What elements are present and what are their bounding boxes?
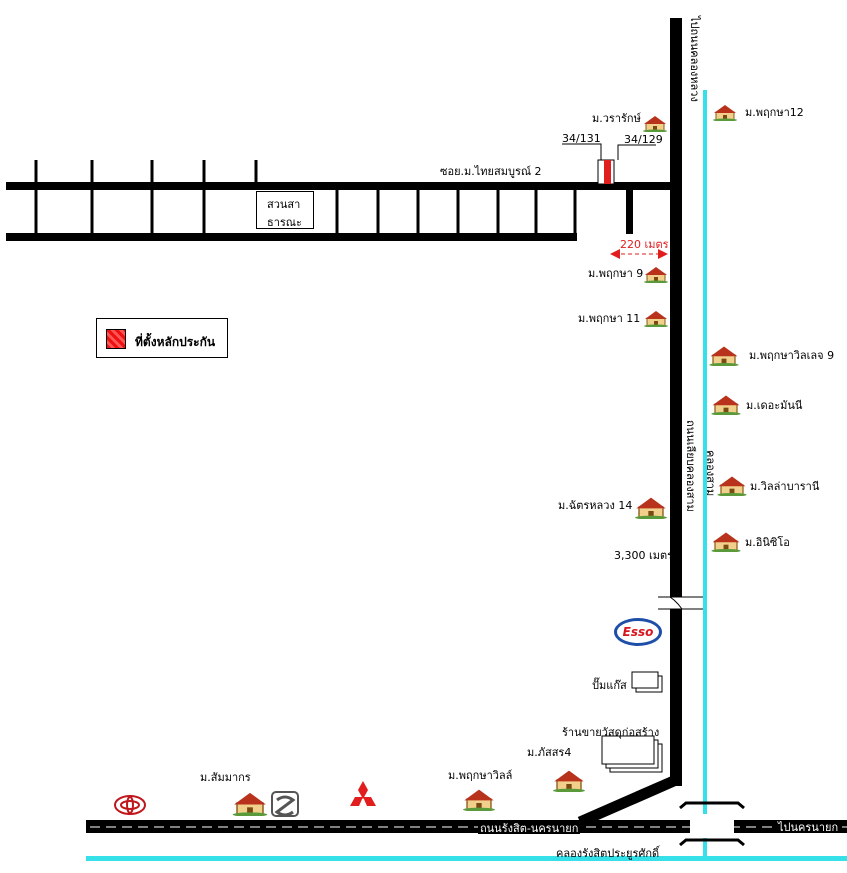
house-icon (713, 105, 737, 121)
soi-label: ซอย.ม.ไทยสมบูรณ์ 2 (440, 165, 542, 178)
road-vertical-label: ถนนเลียบคลองสาม (684, 420, 697, 512)
village-chatluang14-label: ม.ฉัตรหลวง 14 (558, 499, 633, 512)
legend-swatch (106, 329, 126, 349)
canal-vertical (703, 90, 707, 860)
house-icon (553, 770, 585, 792)
house-icon (711, 395, 741, 415)
house-icon (644, 311, 668, 327)
road-break (662, 597, 702, 609)
to-khlong-luang-label: ไปถนนคลองหลวง (688, 16, 701, 102)
soi-upper-road (6, 182, 678, 190)
road-vertical (670, 18, 682, 786)
public-park-box: สวนสา ธารณะ (256, 191, 314, 229)
lot-number-a: 34/131 (562, 132, 601, 145)
road-diagonal (577, 774, 679, 828)
house-icon (232, 792, 268, 816)
house-icon (711, 532, 741, 552)
house-icon (463, 789, 495, 811)
construction-shop-label: ร้านขายวัสดุก่อสร้าง (562, 726, 660, 739)
village-sammakorn-label: ม.สัมมากร (200, 771, 251, 784)
park-label-line1: สวนสา (267, 198, 301, 211)
village-pruksa12-label: ม.พฤกษา12 (745, 106, 804, 119)
village-pruksa-ville9-label: ม.พฤกษาวิลเลจ 9 (749, 349, 835, 362)
house-icon (644, 267, 668, 283)
gas-station-icon (631, 671, 663, 693)
village-inizio-label: ม.อินิซิโอ (745, 536, 790, 549)
house-icon (635, 497, 667, 519)
canal-bottom (86, 856, 847, 861)
house-icon (717, 476, 747, 496)
gas-station-label: ปั๊มแก๊ส (592, 679, 627, 692)
park-label-line2: ธารณะ (267, 216, 302, 229)
lot-number-b: 34/129 (624, 133, 663, 146)
property-plot (604, 160, 611, 184)
main-road-label: ถนนรังสิต-นครนายก (478, 822, 581, 835)
village-worarak-label: ม.วรารักษ์ (592, 112, 641, 125)
house-icon (643, 116, 667, 132)
house-icon (709, 346, 739, 366)
to-nakhon-nayok-label: ไปนครนายก (776, 821, 841, 834)
legend-label: ที่ตั้งหลักประกัน (135, 335, 216, 349)
soi-lower-road (6, 233, 577, 241)
mitsubishi-logo-icon (350, 781, 376, 806)
esso-logo: Esso (614, 618, 662, 646)
canal-vertical-label: คลองสาม (704, 450, 717, 497)
toyota-logo-icon (114, 795, 146, 815)
village-pruksa-ville-label: ม.พฤกษาวิลล์ (448, 769, 513, 782)
village-the-money-label: ม.เดอะมันนี (746, 399, 803, 412)
village-pruksa9-label: ม.พฤกษา 9 (588, 267, 644, 280)
construction-shop-icon (601, 735, 663, 773)
village-villa-baranee-label: ม.วิลล่าบารานี (750, 480, 820, 493)
distance-3300-label: 3,300 เมตร (614, 549, 674, 562)
village-pruksa11-label: ม.พฤกษา 11 (578, 312, 641, 325)
distance-220-label: 220 เมตร (620, 238, 669, 251)
bank-logo-icon (271, 791, 299, 817)
legend-box: ที่ตั้งหลักประกัน (96, 318, 228, 358)
soi-side-streets (34, 160, 577, 236)
canal-bottom-label: คลองรังสิตประยูรศักดิ์ (556, 847, 660, 860)
village-passorn4-label: ม.ภัสสร4 (527, 746, 572, 759)
